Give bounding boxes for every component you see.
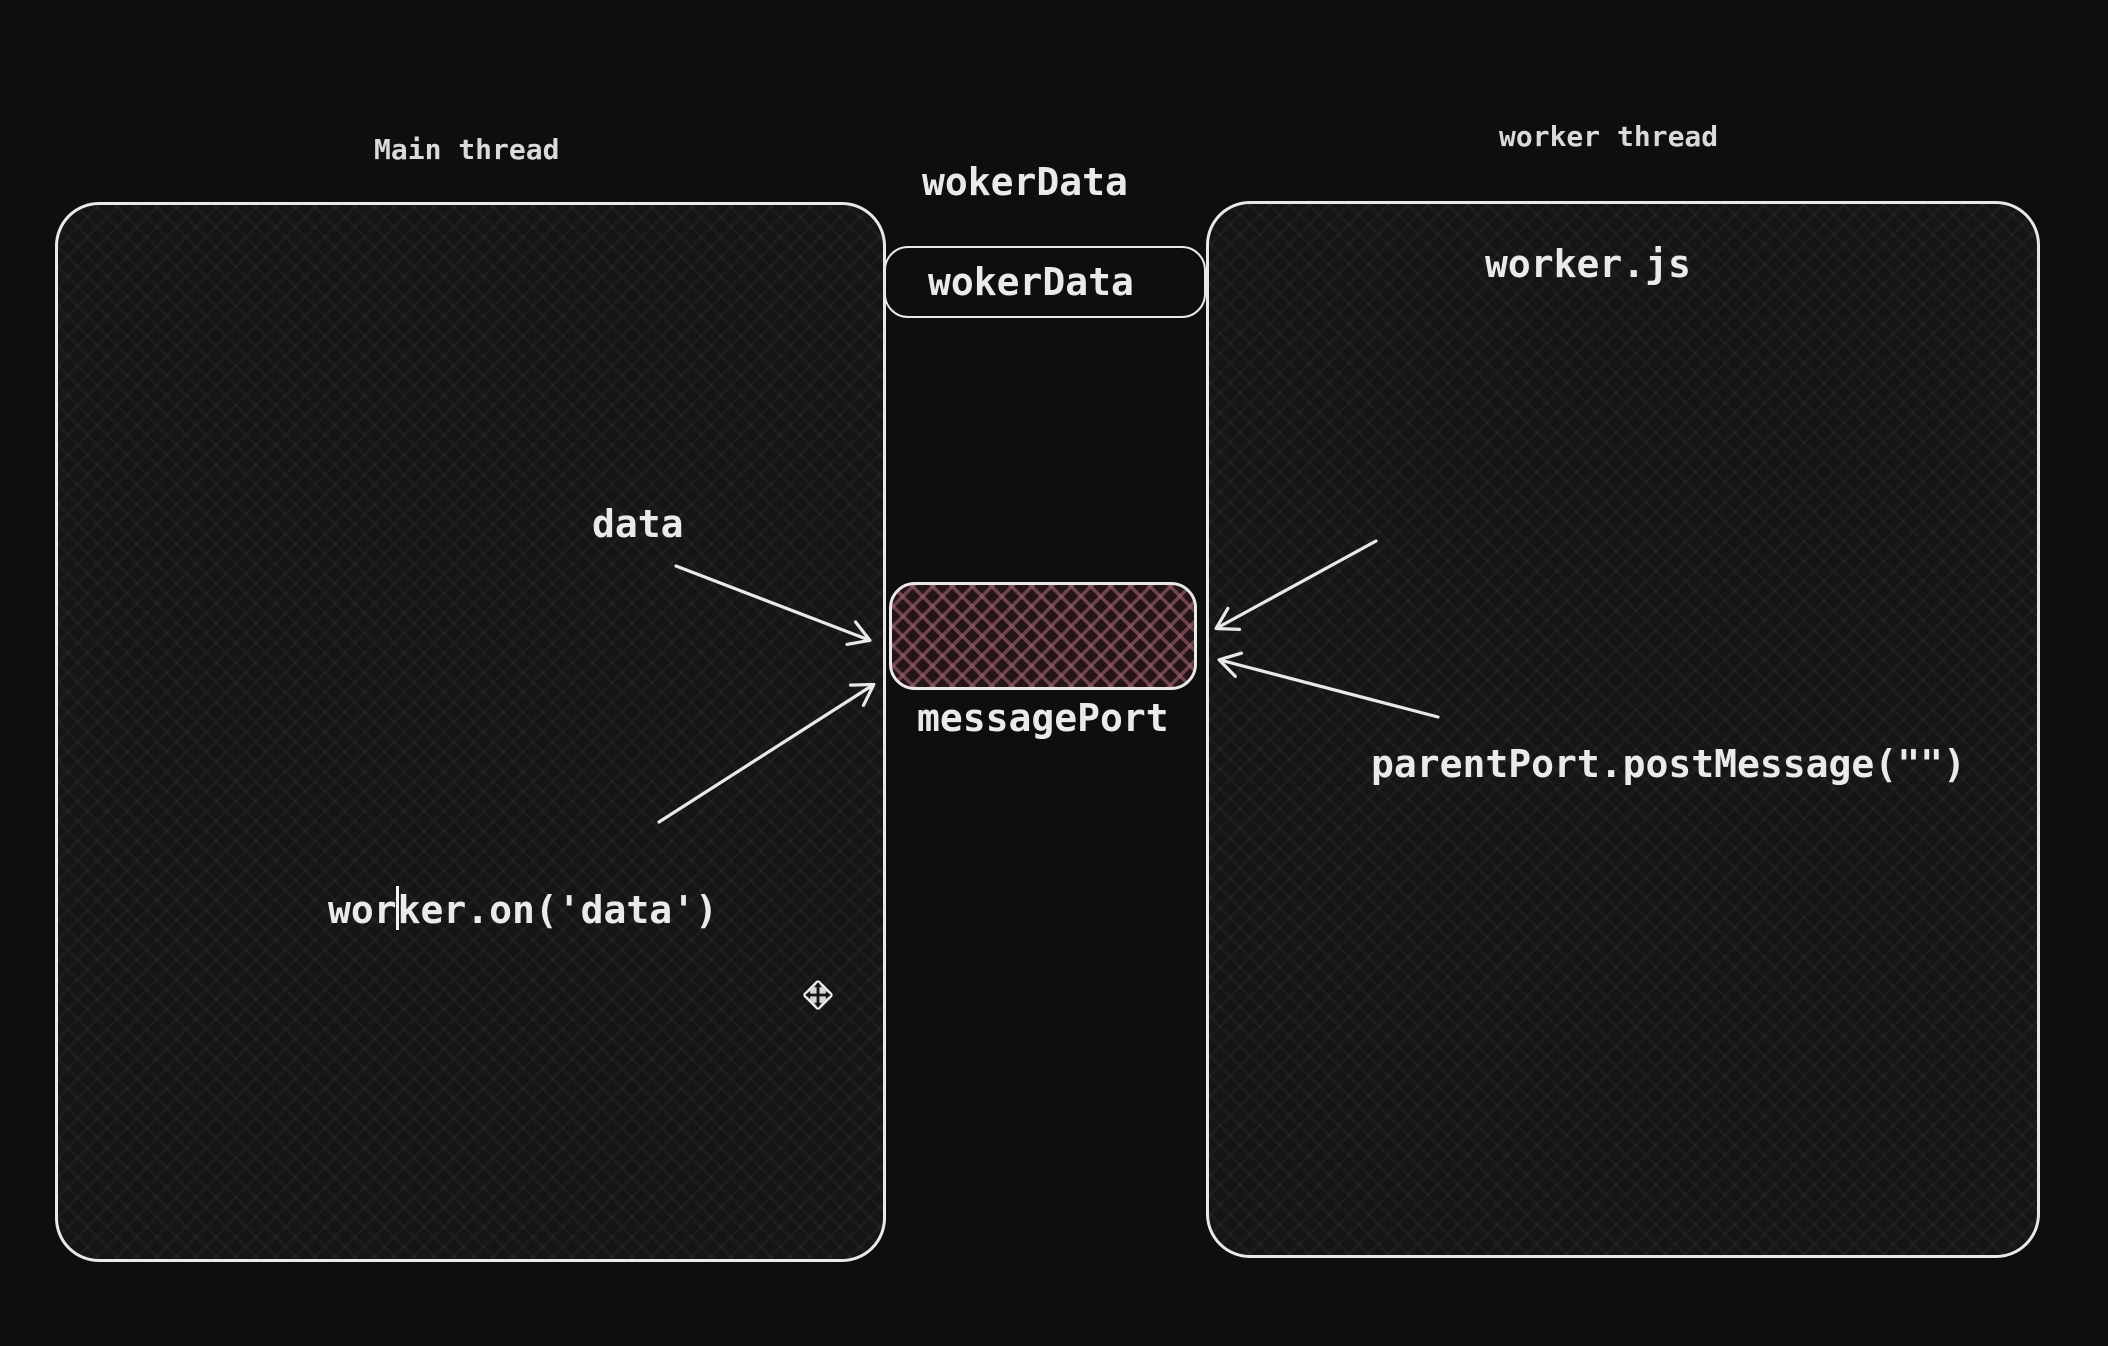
arrow-post-message-to-port[interactable] (1217, 651, 1440, 719)
text-caret (395, 886, 399, 930)
main-thread-box[interactable] (55, 202, 886, 1262)
worker-thread-box[interactable] (1206, 201, 2040, 1258)
worker-on-data-label[interactable]: worker.on('data') (328, 886, 718, 934)
move-cursor-icon (803, 980, 833, 1010)
message-port-box[interactable] (889, 582, 1197, 690)
parent-port-post-message-label[interactable]: parentPort.postMessage("") (1371, 742, 1966, 786)
worker-data-label-top[interactable]: wokerData (922, 160, 1128, 204)
worker-data-label-boxed[interactable]: wokerData (928, 260, 1134, 304)
worker-thread-title[interactable]: worker thread (1499, 120, 1719, 153)
message-port-label[interactable]: messagePort (917, 696, 1169, 740)
channel-item-box[interactable] (884, 246, 1206, 318)
worker-on-data-before-caret: wor (328, 888, 397, 932)
arrow-worker-on-to-port[interactable] (657, 682, 876, 824)
arrow-data-to-port[interactable] (674, 564, 872, 647)
worker-on-data-after-caret: ker.on('data') (397, 888, 718, 932)
main-thread-title[interactable]: Main thread (374, 133, 560, 166)
worker-js-label[interactable]: worker.js (1485, 242, 1691, 286)
data-label[interactable]: data (592, 502, 684, 546)
arrow-worker-to-port-upper[interactable] (1214, 539, 1378, 632)
